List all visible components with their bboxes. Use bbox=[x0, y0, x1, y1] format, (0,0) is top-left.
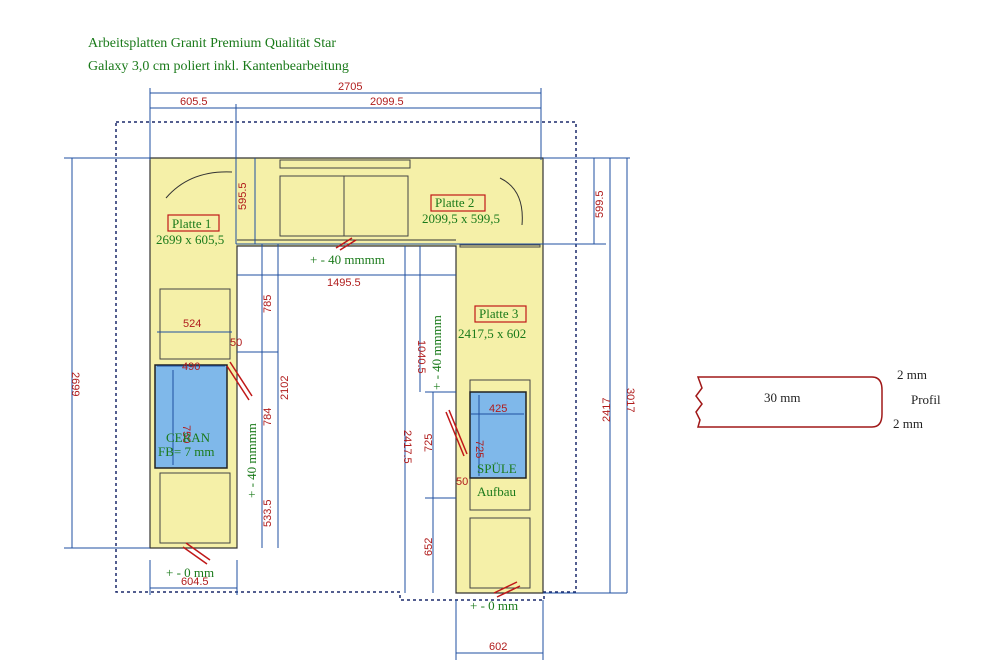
dim-652: 652 bbox=[423, 538, 435, 556]
title-line-1: Arbeitsplatten Granit Premium Qualität S… bbox=[88, 36, 337, 51]
dim-left-height: 2699 bbox=[69, 372, 81, 396]
countertop-shape bbox=[149, 157, 544, 594]
profile-bottom: 2 mm bbox=[893, 416, 923, 431]
dim-24175: 2417.5 bbox=[401, 430, 413, 464]
dim-bottom-left: 604.5 bbox=[181, 576, 209, 588]
plate3-name: Platte 3 bbox=[479, 306, 518, 321]
dim-2417: 2417 bbox=[601, 398, 613, 422]
tolerance-mid-left: + - 40 mmmm bbox=[244, 423, 259, 498]
tolerance-right: + - 40 mmmm bbox=[429, 315, 444, 390]
plate1-name: Platte 1 bbox=[172, 216, 211, 231]
dim-ceran-width: 524 bbox=[183, 318, 201, 330]
tolerance-bottom-left: + - 0 mm bbox=[166, 565, 214, 580]
profile-label: Profil bbox=[911, 392, 941, 407]
dim-725: 725 bbox=[423, 434, 435, 452]
dim-total-width: 2705 bbox=[338, 81, 362, 93]
room-outline bbox=[115, 121, 577, 601]
dim-3017: 3017 bbox=[624, 388, 636, 412]
dim-784: 784 bbox=[262, 408, 274, 426]
dim-sink-height: 725 bbox=[473, 440, 485, 458]
dim-2102: 2102 bbox=[279, 376, 291, 400]
profile-thickness: 30 mm bbox=[764, 390, 800, 405]
dim-785: 785 bbox=[262, 295, 274, 313]
title-line-2: Galaxy 3,0 cm poliert inkl. Kantenbearbe… bbox=[88, 59, 349, 74]
ceran-label: CERAN bbox=[166, 430, 211, 445]
sink-sub-label: Aufbau bbox=[477, 484, 516, 499]
plate2-size: 2099,5 x 599,5 bbox=[422, 211, 500, 226]
dim-sink-offset: 50 bbox=[456, 476, 468, 488]
dim-5335: 533.5 bbox=[262, 499, 274, 527]
tolerance-top: + - 40 mmmm bbox=[310, 252, 385, 267]
profile-top: 2 mm bbox=[897, 367, 927, 382]
sink-label: SPÜLE bbox=[477, 461, 517, 476]
dim-plate2-depth: 595.5 bbox=[237, 182, 249, 210]
dim-left-width: 605.5 bbox=[180, 96, 208, 108]
dim-ceran-offset: 50 bbox=[230, 337, 242, 349]
dim-inner-width: 1495.5 bbox=[327, 277, 361, 289]
dim-1040: 1040.5 bbox=[415, 340, 427, 374]
dim-ceran-height: 750 bbox=[180, 425, 192, 443]
plate1-size: 2699 x 605,5 bbox=[156, 232, 224, 247]
dim-ceran-inner-width: 490 bbox=[182, 361, 200, 373]
dim-plate2-depth-right: 599.5 bbox=[594, 190, 606, 218]
tolerance-bottom-right: + - 0 mm bbox=[470, 598, 518, 613]
ceran-fb-label: FB= 7 mm bbox=[158, 444, 214, 459]
plate2-name: Platte 2 bbox=[435, 195, 474, 210]
dim-right-width: 2099.5 bbox=[370, 96, 404, 108]
dim-bottom-right: 602 bbox=[489, 641, 507, 653]
dim-sink-width: 425 bbox=[489, 403, 507, 415]
ceran-hob bbox=[154, 364, 228, 469]
plate3-size: 2417,5 x 602 bbox=[458, 326, 526, 341]
edge-profile-shape bbox=[695, 376, 883, 428]
